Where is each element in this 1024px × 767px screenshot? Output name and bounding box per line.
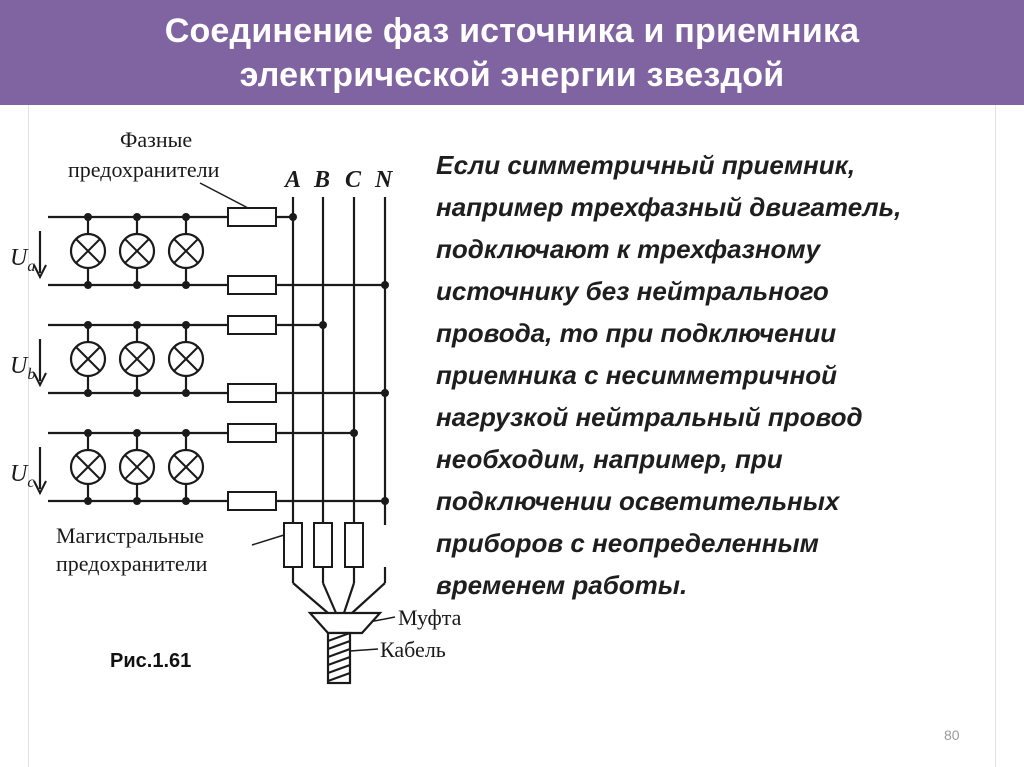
cable-hatch — [327, 656, 351, 666]
description-line: провода, то при подключении — [436, 318, 837, 348]
coupling-icon — [307, 611, 383, 635]
lamp-cross — [173, 346, 199, 372]
coupling-label: Муфта — [398, 605, 462, 630]
phase-fuse — [227, 423, 277, 443]
voltage-label-uc: Uc — [10, 461, 34, 491]
junction-dot — [133, 281, 141, 289]
figure-caption: Рис.1.61 — [110, 650, 192, 672]
bus-line — [342, 582, 356, 614]
lamp-cross — [124, 454, 150, 480]
page-number: 80 — [944, 727, 960, 743]
lamp-cross — [173, 238, 199, 264]
junction-dot — [350, 429, 358, 437]
junction-dot — [381, 497, 389, 505]
bus-line — [321, 582, 338, 614]
phase-fuses-label-2: предохранители — [68, 157, 220, 182]
cable-hatch — [327, 648, 351, 658]
junction-dot — [133, 497, 141, 505]
junction-dot — [84, 429, 92, 437]
voltage-arrow-head — [33, 372, 47, 388]
slide-title-line-1: Соединение фаз источника и приемника — [164, 11, 860, 50]
voltage-label-ua: Ua — [10, 245, 35, 275]
junction-dot — [84, 497, 92, 505]
neutral-fuse — [227, 275, 277, 295]
junction-dot — [381, 389, 389, 397]
junction-dot — [182, 281, 190, 289]
lamp-cross — [124, 238, 150, 264]
phase-fuse — [227, 207, 277, 227]
description-line: подключении осветительных — [436, 486, 840, 516]
junction-dot — [84, 321, 92, 329]
main-fuses-label-1: Магистральные — [56, 523, 204, 548]
main-fuse — [313, 522, 333, 568]
junction-dot — [133, 429, 141, 437]
title-bar: Соединение фаз источника и приемника эле… — [0, 0, 1024, 105]
junction-dot — [289, 213, 297, 221]
junction-dot — [133, 321, 141, 329]
cable-hatch — [327, 672, 351, 682]
cable-hatch — [327, 664, 351, 674]
cable-label: Кабель — [380, 637, 446, 662]
voltage-arrow-head — [33, 264, 47, 280]
cable-hatch — [327, 632, 351, 642]
junction-dot — [84, 213, 92, 221]
junction-dot — [84, 281, 92, 289]
description-line: Если симметричный приемник, — [436, 150, 856, 180]
cable-hatch — [327, 640, 351, 650]
label-leader — [251, 534, 285, 546]
slide-content-frame — [28, 105, 996, 767]
junction-dot — [182, 429, 190, 437]
bus-label-b: B — [313, 167, 330, 193]
description-line: например трехфазный двигатель, — [436, 192, 902, 222]
main-fuse — [344, 522, 364, 568]
junction-dot — [133, 389, 141, 397]
main-fuse — [283, 522, 303, 568]
lamp-cross — [75, 454, 101, 480]
junction-dot — [182, 497, 190, 505]
description-line: источнику без нейтрального — [436, 276, 829, 306]
neutral-fuse — [227, 491, 277, 511]
lamp-cross — [173, 454, 199, 480]
neutral-fuse — [227, 383, 277, 403]
description-line: подключают к трехфазному — [436, 234, 821, 264]
junction-dot — [319, 321, 327, 329]
junction-dot — [133, 213, 141, 221]
lamp-cross — [124, 346, 150, 372]
label-leader — [199, 182, 249, 209]
lamp-cross — [75, 346, 101, 372]
phase-fuses-label-1: Фазные — [120, 127, 192, 152]
bus-line — [351, 582, 386, 614]
lamp-cross — [75, 238, 101, 264]
description-line: временем работы. — [436, 570, 688, 600]
description-line: нагрузкой нейтральный провод — [436, 402, 863, 432]
phase-fuse — [227, 315, 277, 335]
junction-dot — [84, 389, 92, 397]
description-line: приборов с неопределенным — [436, 528, 819, 558]
label-leader — [349, 648, 379, 652]
bus-label-a: A — [283, 167, 301, 193]
voltage-label-ub: Ub — [10, 353, 35, 383]
description-text: Если симметричный приемник, например тре… — [436, 144, 976, 606]
bus-line — [292, 582, 329, 614]
junction-dot — [182, 321, 190, 329]
junction-dot — [182, 389, 190, 397]
junction-dot — [182, 213, 190, 221]
bus-label-c: C — [345, 167, 362, 193]
voltage-arrow-head — [33, 480, 47, 496]
description-line: необходим, например, при — [436, 444, 783, 474]
slide-title-line-2: электрической энергии звездой — [239, 55, 785, 94]
main-fuses-label-2: предохранители — [56, 551, 208, 576]
junction-dot — [381, 281, 389, 289]
bus-label-n: N — [374, 167, 394, 193]
description-line: приемника с несимметричной — [436, 360, 838, 390]
star-connection-diagram: Фазные предохранители A B C N Ua Ub Uc М… — [10, 127, 462, 685]
